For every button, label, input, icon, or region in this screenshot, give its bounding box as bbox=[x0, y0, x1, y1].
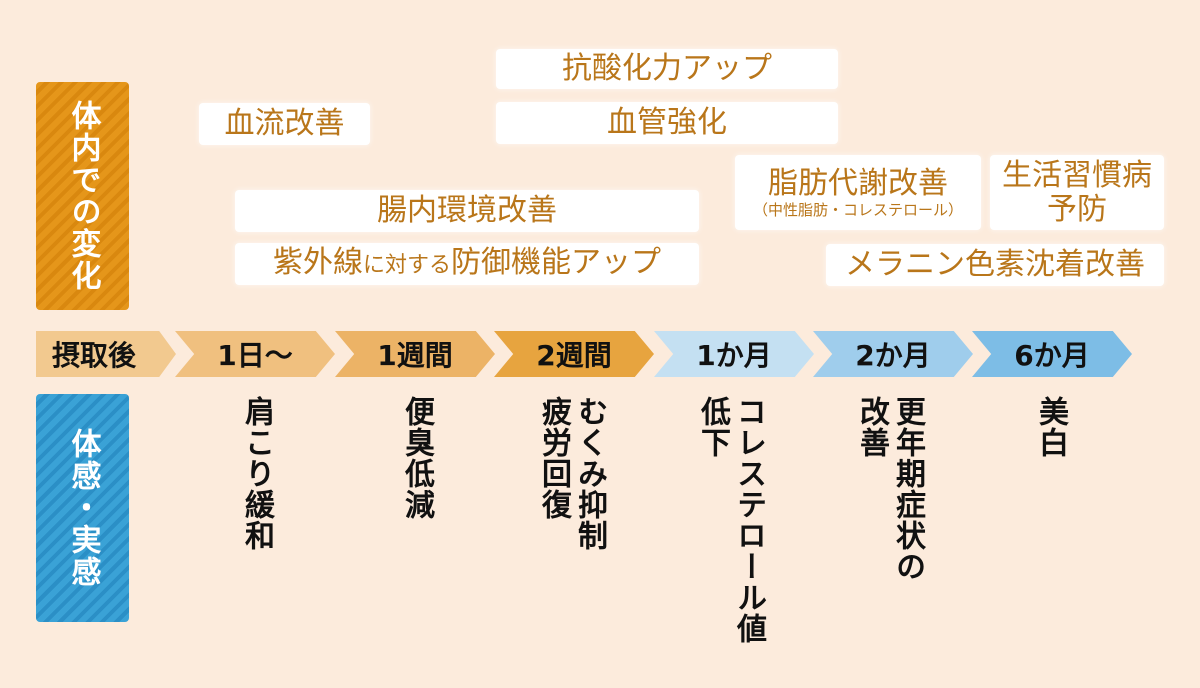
effect-lifestyle: 生活習慣病 予防 bbox=[990, 155, 1164, 230]
sensation-text: 肩こり緩和 bbox=[239, 396, 274, 551]
timeline-label: 2週間 bbox=[536, 339, 612, 372]
sensation-week2: むくみ抑制 疲労回復 bbox=[535, 396, 607, 551]
timeline-week1: 1週間 bbox=[335, 331, 495, 377]
timeline-month1: 1か月 bbox=[654, 331, 814, 377]
timeline-label: 1週間 bbox=[377, 339, 453, 372]
sensation-month2: 更年期症状の 改善 bbox=[853, 396, 925, 582]
effect-gut: 腸内環境改善 bbox=[235, 190, 699, 232]
body-changes-label: 体内での変化 bbox=[36, 82, 129, 310]
timeline-label: 摂取後 bbox=[51, 339, 136, 372]
effect-text: 血管強化 bbox=[607, 105, 727, 140]
effect-text-part: 防御機能アップ bbox=[451, 244, 661, 280]
timeline-label: 1か月 bbox=[696, 339, 772, 372]
effect-melanin: メラニン色素沈着改善 bbox=[826, 244, 1164, 286]
sensation-text: むくみ抑制 bbox=[572, 396, 607, 551]
timeline-month6: 6か月 bbox=[972, 331, 1132, 377]
sensation-label: 体感・実感 bbox=[36, 394, 129, 622]
sensation-label-text: 体感・実感 bbox=[65, 428, 101, 588]
effect-text: 脂肪代謝改善 bbox=[768, 165, 948, 201]
effect-lipid: 脂肪代謝改善 （中性脂肪・コレステロール） bbox=[735, 155, 981, 230]
sensation-week1: 便臭低減 bbox=[398, 396, 434, 520]
sensation-text: 更年期症状の bbox=[890, 396, 925, 582]
sensation-text: 便臭低減 bbox=[399, 396, 434, 520]
timeline-label: 1日〜 bbox=[217, 339, 293, 372]
effect-uv: 紫外線に対する防御機能アップ bbox=[235, 243, 699, 285]
sensation-text: 疲労回復 bbox=[536, 396, 571, 520]
effect-text-part: 紫外線 bbox=[272, 244, 363, 280]
sensation-text: 改善 bbox=[854, 396, 889, 458]
effect-blood-flow: 血流改善 bbox=[199, 103, 370, 145]
timeline-label: 6か月 bbox=[1014, 339, 1090, 372]
sensation-text: 美白 bbox=[1033, 396, 1068, 458]
effect-antioxidant: 抗酸化力アップ bbox=[496, 49, 838, 89]
effect-text: 予防 bbox=[1047, 191, 1107, 227]
effect-text: 抗酸化力アップ bbox=[562, 51, 772, 86]
sensation-month1: コレステロール値 低下 bbox=[694, 396, 766, 644]
effect-text: 腸内環境改善 bbox=[377, 193, 557, 228]
effect-text: 生活習慣病 bbox=[1002, 157, 1152, 193]
timeline-day1: 1日〜 bbox=[175, 331, 335, 377]
sensation-text: 低下 bbox=[695, 396, 730, 458]
effect-text-part: に対する bbox=[362, 252, 451, 278]
effect-subtext: （中性脂肪・コレステロール） bbox=[752, 200, 963, 219]
effect-text: 血流改善 bbox=[224, 106, 345, 141]
timeline-month2: 2か月 bbox=[813, 331, 973, 377]
sensation-text: コレステロール値 bbox=[731, 396, 766, 644]
effect-vessel: 血管強化 bbox=[496, 102, 838, 144]
timeline-label: 2か月 bbox=[855, 339, 931, 372]
timeline-week2: 2週間 bbox=[494, 331, 654, 377]
sensation-month6: 美白 bbox=[1032, 396, 1068, 458]
sensation-day1: 肩こり緩和 bbox=[238, 396, 274, 551]
timeline-start: 摂取後 bbox=[36, 331, 176, 377]
body-changes-label-text: 体内での変化 bbox=[65, 100, 101, 292]
effect-text: メラニン色素沈着改善 bbox=[845, 247, 1145, 282]
effect-text: 紫外線に対する防御機能アップ bbox=[272, 244, 661, 283]
